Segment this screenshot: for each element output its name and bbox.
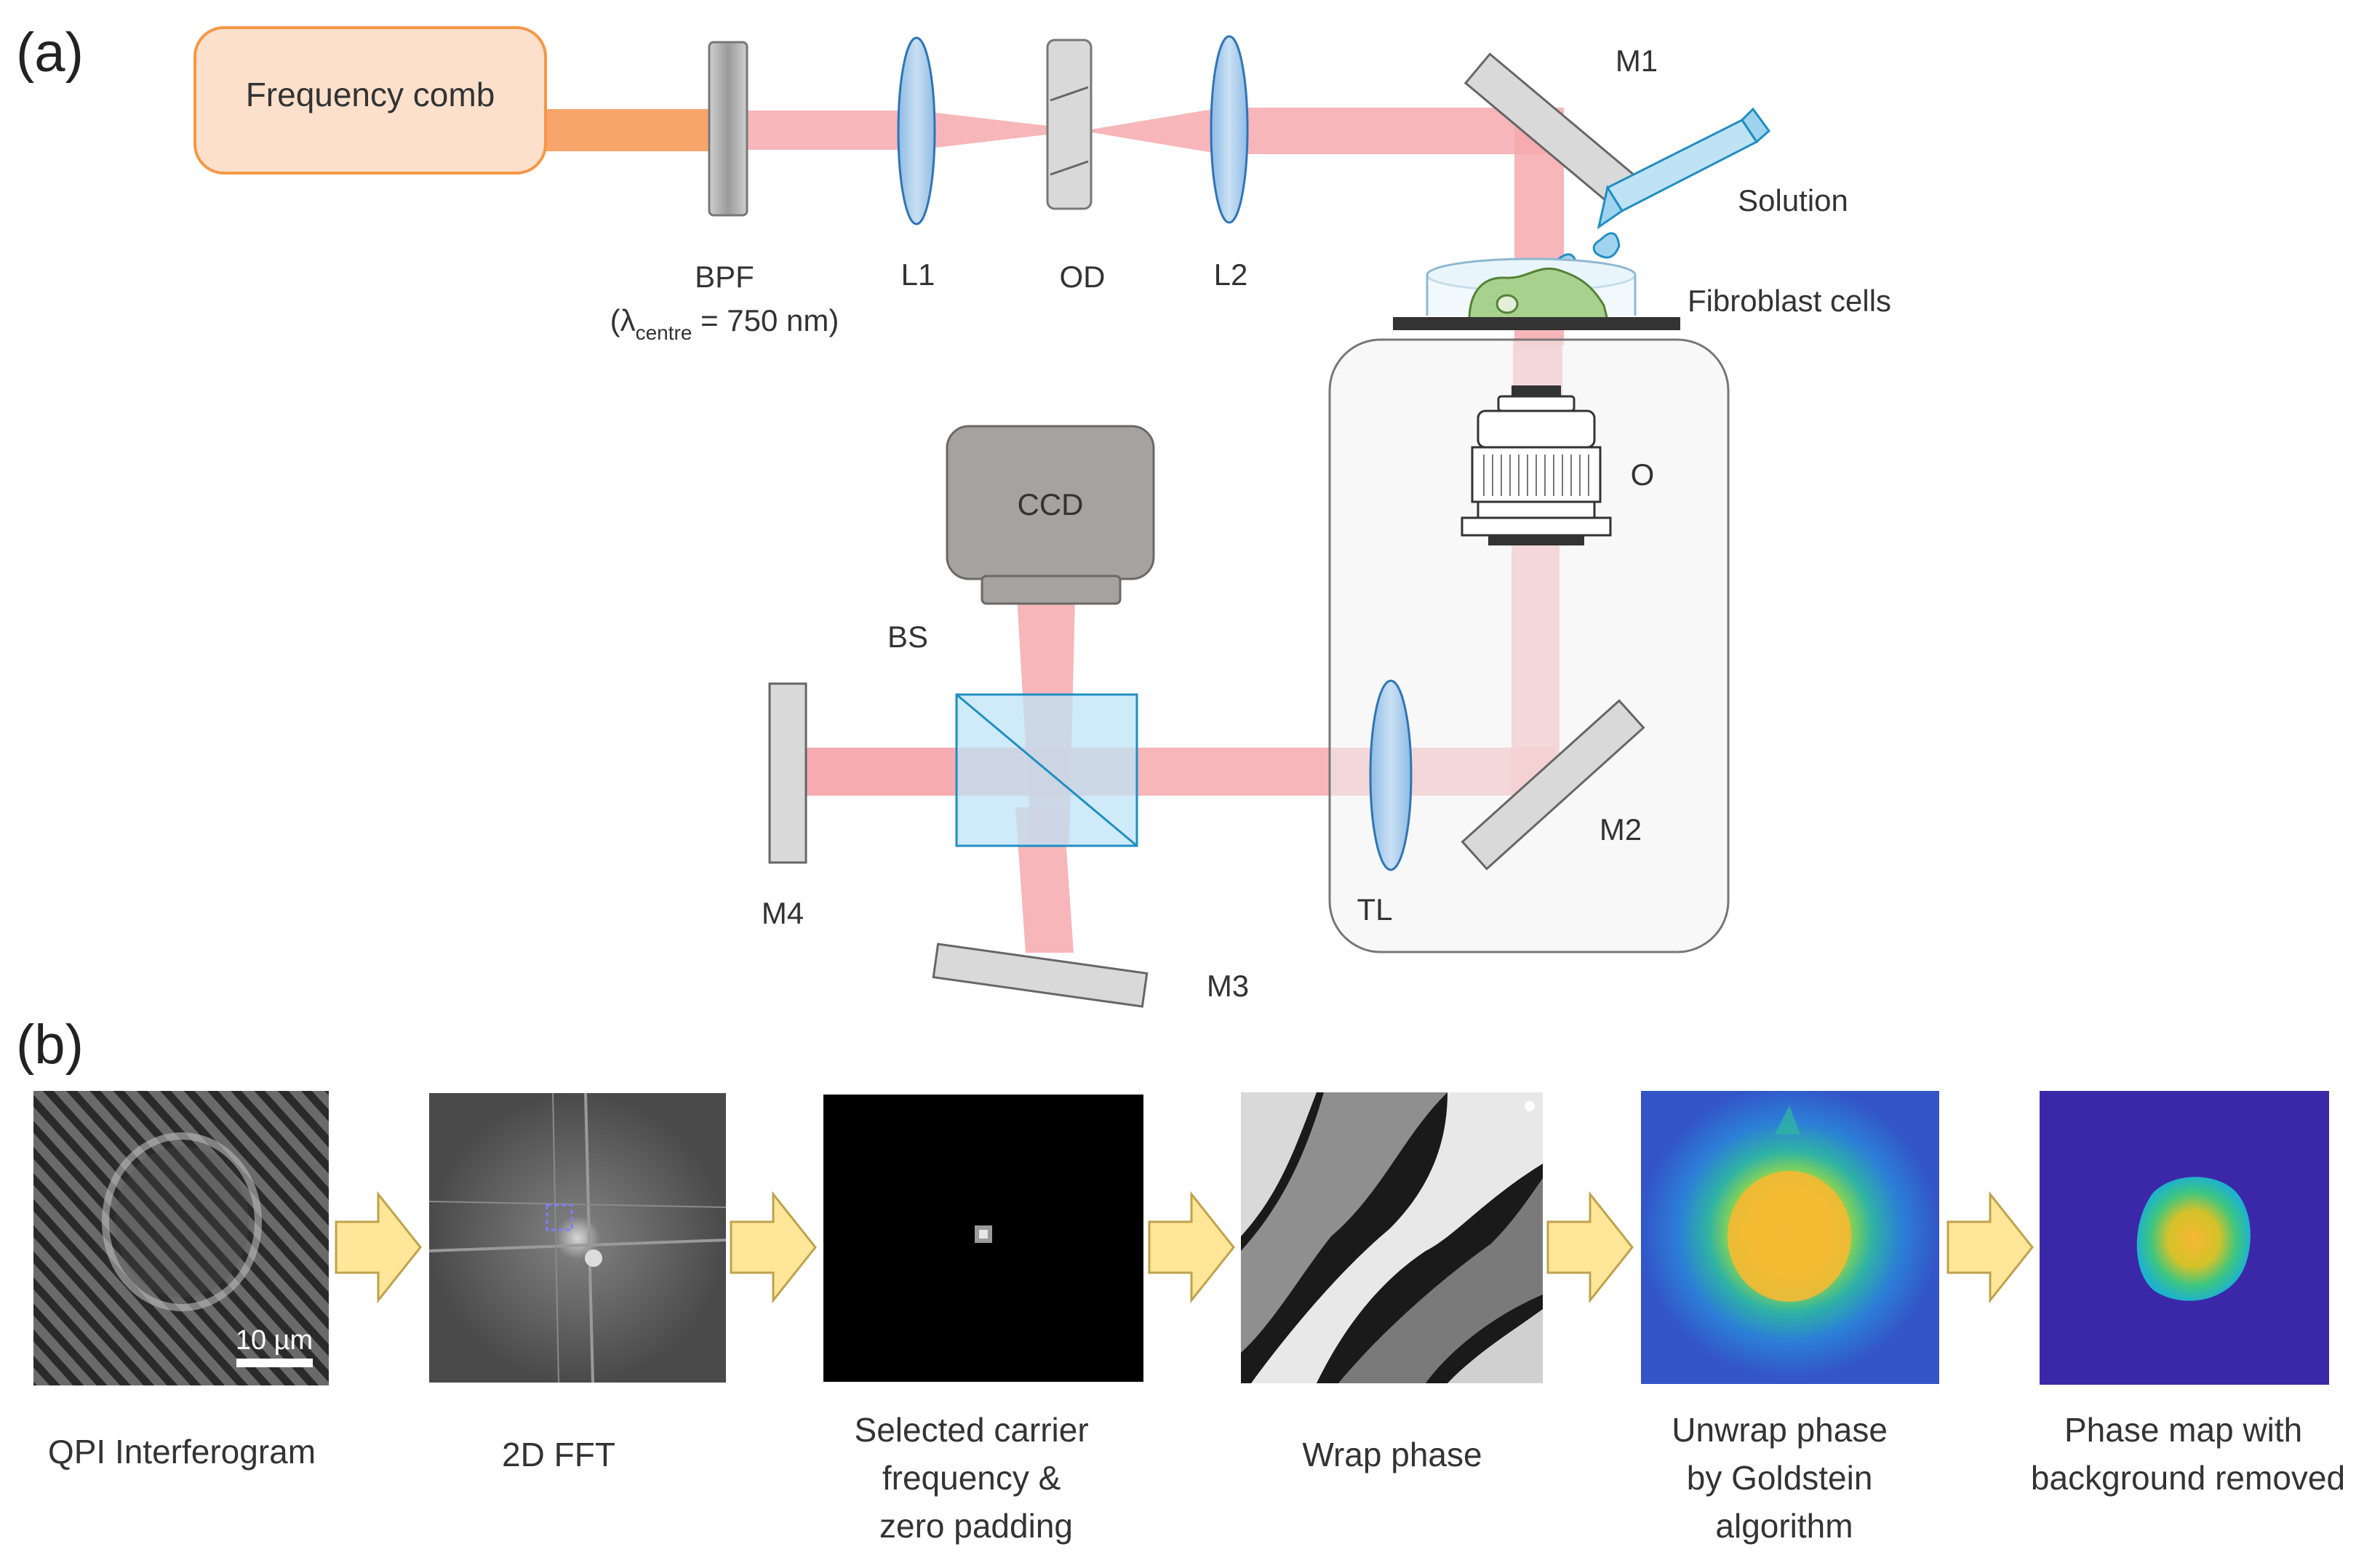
od-label: OD xyxy=(1060,260,1106,294)
beam-l1-to-od xyxy=(917,111,1047,150)
beam-bpf-to-l1 xyxy=(742,111,917,150)
ccd-label: CCD xyxy=(1018,487,1084,521)
wrap-phase-image xyxy=(1241,1092,1543,1383)
mirror-m3 xyxy=(932,943,1149,1008)
frequency-comb-label: Frequency comb xyxy=(246,76,495,113)
carrier-frequency-image xyxy=(823,1095,1143,1382)
ccd-camera: CCD xyxy=(946,425,1155,605)
tube-lens xyxy=(1369,679,1413,871)
frequency-comb: Frequency comb xyxy=(193,26,547,175)
fibroblast-label: Fibroblast cells xyxy=(1688,284,1891,318)
m3-label: M3 xyxy=(1207,969,1249,1003)
l1-label: L1 xyxy=(901,257,935,292)
cell-nucleus xyxy=(1496,294,1519,314)
beam-od-to-l2 xyxy=(1091,108,1222,154)
sample-stage xyxy=(1393,317,1680,330)
caption-step-1: QPI Interferogram xyxy=(48,1433,316,1471)
l2-label: L2 xyxy=(1214,257,1248,292)
unwrap-phase-image xyxy=(1641,1091,1939,1384)
optical-density-filter xyxy=(1046,39,1093,210)
petri-dish xyxy=(1393,257,1680,330)
panel-a-label: (a) xyxy=(16,22,84,84)
fft-image xyxy=(428,1092,727,1383)
carrier-selection-box xyxy=(546,1204,573,1231)
arrow-5 xyxy=(1946,1191,2034,1304)
lens-l1 xyxy=(897,36,936,225)
caption-step-3: Selected carrier frequency & zero paddin… xyxy=(855,1411,1098,1545)
arrow-2 xyxy=(730,1191,817,1304)
interferogram-image: 10 µm xyxy=(33,1091,329,1385)
lens-l2 xyxy=(1210,35,1249,224)
phase-map-image xyxy=(2040,1091,2329,1385)
scale-bar-label: 10 µm xyxy=(236,1325,313,1356)
caption-step-6: Phase map with background removed xyxy=(2031,1411,2345,1497)
tl-label: TL xyxy=(1357,892,1392,927)
bpf-label: BPF xyxy=(695,260,754,294)
caption-step-5: Unwrap phase by Goldstein algorithm xyxy=(1672,1411,1896,1545)
microscope-body xyxy=(1328,338,1730,953)
m4-label: M4 xyxy=(762,896,804,930)
solution-label: Solution xyxy=(1738,183,1848,217)
bpf-wavelength-label: (λcentre = 750 nm) xyxy=(610,303,839,344)
process-arrows xyxy=(335,1191,2034,1304)
arrow-1 xyxy=(335,1191,422,1304)
panel-b-label: (b) xyxy=(16,1014,84,1076)
arrow-3 xyxy=(1148,1191,1235,1304)
mirror-m2 xyxy=(1461,699,1645,871)
step-captions: QPI Interferogram 2D FFT Selected carrie… xyxy=(48,1411,2345,1545)
m2-label: M2 xyxy=(1600,812,1642,847)
m1-label: M1 xyxy=(1616,44,1658,78)
mirror-m4 xyxy=(768,682,807,864)
arrow-4 xyxy=(1546,1191,1634,1304)
beam-splitter xyxy=(955,693,1138,847)
objective-lens xyxy=(1461,385,1612,545)
objective-label: O xyxy=(1631,457,1655,492)
band-pass-filter xyxy=(708,41,748,217)
solution-drop-1 xyxy=(1592,232,1621,259)
scale-bar xyxy=(236,1359,313,1367)
bs-label: BS xyxy=(887,620,928,654)
comb-output-beam xyxy=(546,109,716,151)
caption-step-4: Wrap phase xyxy=(1302,1436,1482,1473)
caption-step-2: 2D FFT xyxy=(502,1436,615,1473)
